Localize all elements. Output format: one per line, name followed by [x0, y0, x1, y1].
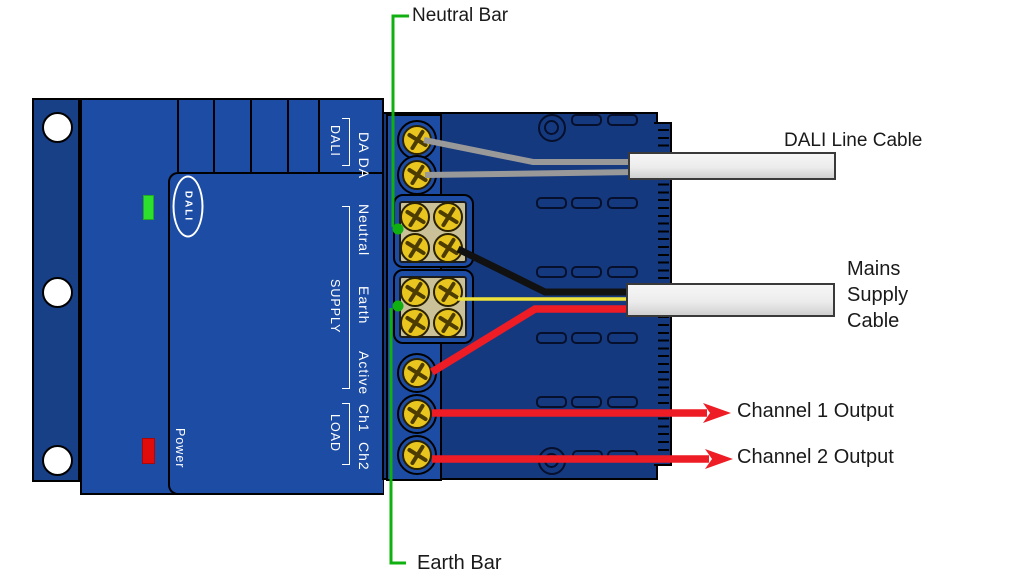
- earth-screw: [433, 308, 463, 338]
- channel2-arrowhead: [705, 449, 733, 469]
- vent-slot: [607, 114, 638, 126]
- earth-screw: [433, 277, 463, 307]
- dali-line-cable: [628, 152, 836, 180]
- dali-status-led: [143, 195, 154, 220]
- vent-slot: [607, 450, 638, 462]
- dali-line-cable-label: DALI Line Cable: [784, 130, 923, 151]
- vent-slot: [536, 396, 567, 408]
- mounting-hole: [42, 277, 73, 308]
- dali-group-bracket: [342, 118, 350, 166]
- power-led: [142, 438, 155, 464]
- housing-screw-hole: [544, 453, 559, 468]
- da2-screw: [402, 160, 432, 190]
- terminal-label-ch2: Ch2: [356, 441, 372, 471]
- channel1-arrowhead: [703, 403, 731, 423]
- neutral-screw: [400, 202, 430, 232]
- vent-slot: [571, 197, 602, 209]
- mains-supply-cable: [626, 283, 835, 317]
- neutral-screw: [433, 233, 463, 263]
- neutral-screw: [433, 202, 463, 232]
- terminal-group-label-supply: SUPPLY: [328, 278, 342, 334]
- dali-logo: DALI: [172, 175, 204, 238]
- terminal-label-ch1: Ch1: [356, 403, 372, 433]
- earth-screw: [400, 277, 430, 307]
- body-rib: [177, 100, 179, 172]
- dali-logo-text: DALI: [182, 190, 194, 223]
- device-front-panel: [168, 172, 383, 495]
- vent-slot: [571, 332, 602, 344]
- channel-2-output-label: Channel 2 Output: [737, 446, 894, 468]
- terminal-group-label-dali: DALI: [328, 125, 342, 157]
- housing-screw-hole: [544, 120, 559, 135]
- vent-slot: [571, 396, 602, 408]
- mounting-plate: [32, 98, 80, 482]
- load-group-bracket: [342, 403, 350, 465]
- terminal-label-neutral: Neutral: [356, 203, 372, 257]
- neutral-screw: [400, 233, 430, 263]
- body-rib: [250, 100, 252, 172]
- power-label: Power: [173, 427, 187, 469]
- terminal-label-da-da: DA DA: [356, 132, 372, 180]
- mounting-hole: [42, 445, 73, 476]
- ch2-screw: [402, 440, 432, 470]
- mounting-hole: [42, 112, 73, 143]
- neutral-bar-label: Neutral Bar: [412, 5, 509, 26]
- vent-slot: [536, 332, 567, 344]
- earth-screw: [400, 308, 430, 338]
- mains-supply-cable-label: Mains Supply Cable: [847, 258, 909, 332]
- vent-slot: [607, 266, 638, 278]
- vent-slot: [572, 450, 603, 462]
- body-rib: [213, 100, 215, 172]
- earth-bar-label: Earth Bar: [417, 552, 502, 574]
- terminal-label-active: Active: [356, 350, 372, 396]
- da1-screw: [402, 125, 432, 155]
- supply-group-bracket: [342, 206, 350, 389]
- vent-slot: [571, 266, 602, 278]
- vent-slot: [571, 114, 602, 126]
- terminal-group-label-load: LOAD: [328, 413, 342, 453]
- vent-slot: [607, 197, 638, 209]
- vent-slot: [607, 396, 638, 408]
- ch1-screw: [402, 399, 432, 429]
- vent-slot: [536, 266, 567, 278]
- terminal-label-earth: Earth: [356, 285, 372, 325]
- vent-slot: [536, 197, 567, 209]
- vent-slot: [607, 332, 638, 344]
- channel-1-output-label: Channel 1 Output: [737, 400, 894, 422]
- active-screw: [402, 358, 432, 388]
- body-rib: [287, 100, 289, 172]
- body-rib: [318, 100, 320, 172]
